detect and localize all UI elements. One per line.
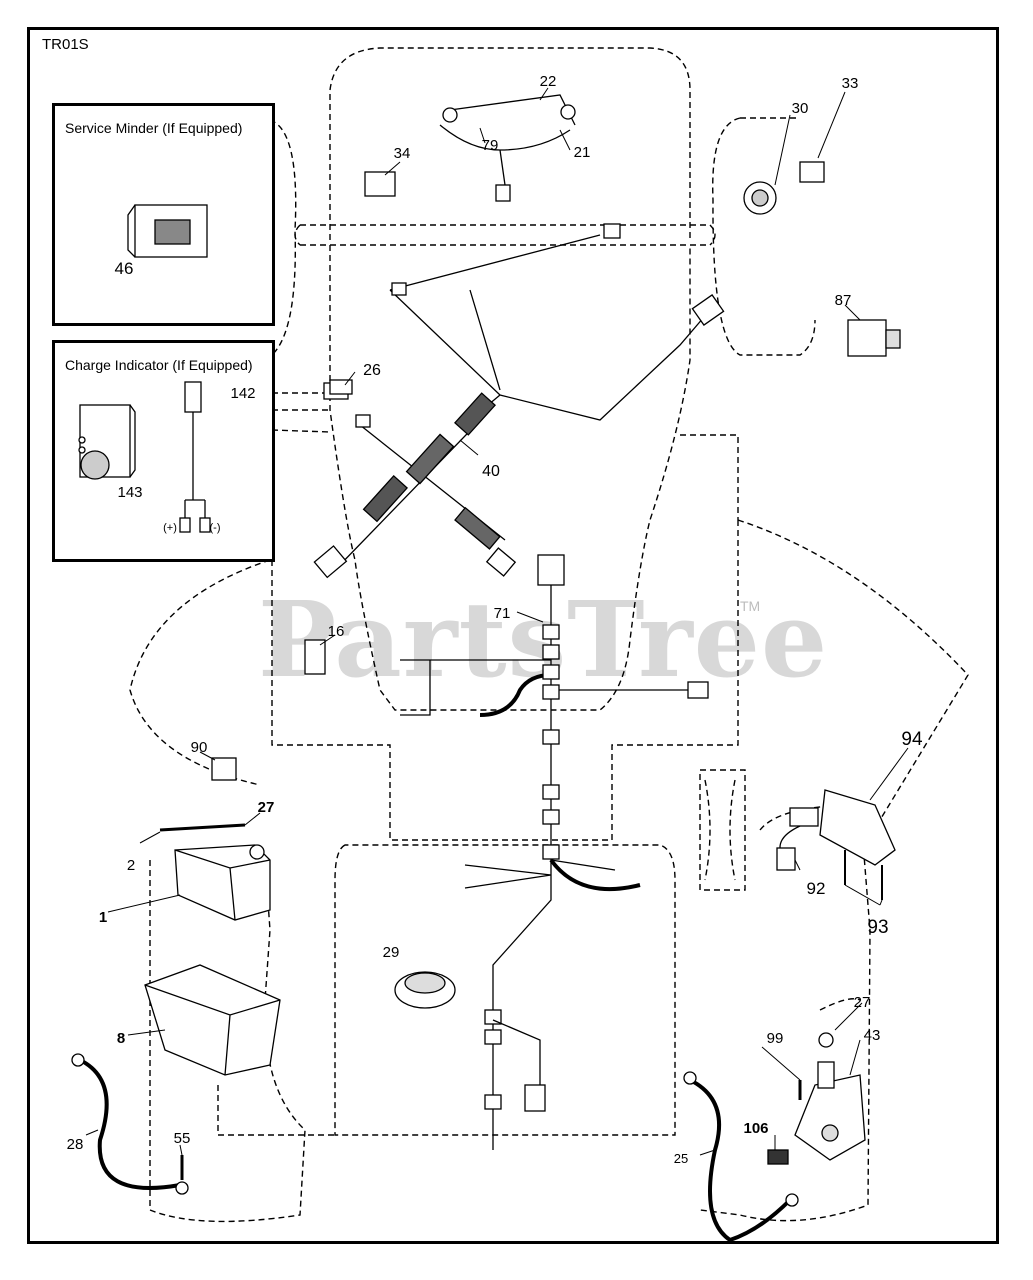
tractor-outline: [129, 47, 969, 1223]
solenoid-43-icon: [794, 1032, 866, 1161]
clip-106-icon: [767, 1149, 789, 1165]
fuse-holder-90-icon: [211, 757, 237, 781]
leader-lines: [85, 87, 909, 1156]
label-27-bottom: 27: [854, 994, 871, 1011]
label-106: 106: [743, 1120, 768, 1137]
drawing-frame: [27, 27, 999, 1244]
relay-16-icon: [304, 639, 326, 675]
switch-34-icon: [364, 171, 396, 197]
harness-assembly: [313, 223, 725, 579]
label-29: 29: [383, 944, 400, 961]
battery-cable-25-icon: [683, 1071, 799, 1243]
label-87: 87: [835, 292, 852, 309]
label-33: 33: [842, 75, 859, 92]
ignition-switch-icon: [743, 181, 777, 215]
label-16: 16: [328, 623, 345, 640]
label-79: 79: [482, 137, 499, 154]
label-92: 92: [807, 879, 826, 898]
label-28: 28: [67, 1136, 84, 1153]
label-27-top: 27: [258, 799, 275, 816]
label-55: 55: [174, 1130, 191, 1147]
service-minder-callout: Service Minder (If Equipped): [52, 103, 275, 326]
label-21: 21: [574, 144, 591, 161]
label-34: 34: [394, 145, 411, 162]
service-minder-title: Service Minder (If Equipped): [65, 120, 243, 136]
charge-indicator-title: Charge Indicator (If Equipped): [65, 357, 253, 373]
horn-29-icon: [394, 971, 456, 1009]
charge-indicator-callout: Charge Indicator (If Equipped): [52, 340, 275, 562]
label-30: 30: [792, 100, 809, 117]
label-22: 22: [540, 73, 557, 90]
pto-switch-94-icon: [776, 789, 896, 900]
relay-33-icon: [799, 161, 825, 183]
watermark-trademark: TM: [740, 598, 761, 614]
label-25: 25: [674, 1151, 688, 1166]
battery-tray-icon: [144, 964, 281, 1076]
label-43: 43: [864, 1027, 881, 1044]
label-71: 71: [494, 605, 511, 622]
plunger-switch-icon: [847, 319, 901, 357]
label-93: 93: [867, 917, 888, 938]
main-harness-71: [400, 554, 709, 1150]
battery-icon: [174, 844, 271, 921]
battery-bolt-icon: [159, 823, 246, 832]
fuse-26-icon: [329, 379, 353, 395]
label-26: 26: [363, 362, 381, 379]
headlight-harness-icon: [439, 94, 576, 202]
sheet-id: TR01S: [42, 36, 89, 53]
battery-cable-28-icon: [71, 1053, 189, 1195]
label-1: 1: [99, 909, 107, 926]
label-2: 2: [127, 857, 135, 874]
label-94: 94: [901, 729, 923, 750]
label-40: 40: [482, 463, 500, 480]
label-99: 99: [767, 1030, 784, 1047]
label-8: 8: [117, 1030, 125, 1047]
label-90: 90: [191, 739, 208, 756]
